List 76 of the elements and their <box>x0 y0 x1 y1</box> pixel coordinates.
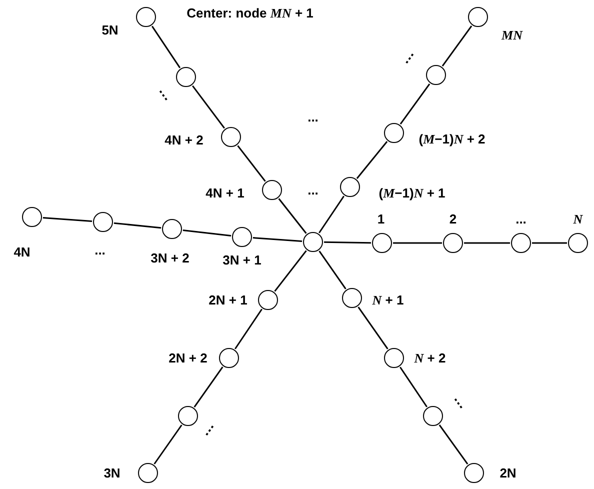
node-label: 2 <box>449 212 457 226</box>
node-circle <box>162 219 182 239</box>
node-label: (M−1)N + 2 <box>418 132 486 146</box>
connector-line <box>154 424 182 464</box>
connector-line <box>318 250 346 290</box>
node-circle <box>384 123 404 143</box>
connector-line <box>192 85 225 129</box>
node-label: 4N <box>14 246 30 258</box>
node-circle <box>468 7 488 27</box>
connector-line <box>442 25 472 67</box>
connector-line <box>151 26 181 68</box>
node-circle <box>176 67 196 87</box>
connector-line <box>532 242 567 244</box>
node-label: N <box>573 212 583 226</box>
connector-line <box>400 366 428 408</box>
node-circle <box>384 348 404 368</box>
connector-line <box>400 83 430 125</box>
node-label: 3N + 2 <box>150 252 190 264</box>
node-circle <box>219 348 239 368</box>
connector-line <box>234 308 262 350</box>
ellipsis-mark: ⋮ <box>448 394 468 412</box>
connector-line <box>438 424 468 464</box>
node-label: MN <box>502 28 522 42</box>
node-circle <box>138 463 158 483</box>
node-circle <box>342 288 362 308</box>
node-label: N + 1 <box>372 294 404 306</box>
node-label: (M−1)N + 1 <box>378 186 446 200</box>
connector-line <box>358 306 388 350</box>
node-circle <box>511 233 531 253</box>
node-circle <box>232 227 252 247</box>
node-circle <box>303 232 323 252</box>
ellipsis-mark: ⋮ <box>154 86 172 104</box>
node-circle <box>221 127 241 147</box>
node-circle <box>93 212 113 232</box>
connector-line <box>278 198 307 234</box>
node-label: 2N + 2 <box>168 352 208 364</box>
node-label: 3N <box>104 466 120 480</box>
node-circle <box>372 233 392 253</box>
node-circle <box>340 177 360 197</box>
node-circle <box>464 463 484 483</box>
connector-line <box>237 145 266 182</box>
node-circle <box>136 7 156 27</box>
node-circle <box>258 290 278 310</box>
connector-line <box>318 196 344 234</box>
ellipsis-mark: ... <box>308 110 318 124</box>
node-circle <box>443 233 463 253</box>
connector-line <box>114 222 162 229</box>
node-label: 3N + 1 <box>222 254 262 266</box>
node-circle <box>426 65 446 85</box>
node-label: 2N <box>500 466 516 480</box>
connector-line <box>194 366 224 408</box>
connector-line <box>464 242 510 244</box>
node-label: 2N + 1 <box>208 294 248 306</box>
node-circle <box>22 207 42 227</box>
node-label: 4N + 2 <box>164 134 204 146</box>
connector-line <box>42 217 92 222</box>
connector-line <box>252 237 302 242</box>
node-circle <box>178 406 198 426</box>
node-circle <box>568 233 588 253</box>
connector-line <box>324 241 372 244</box>
ellipsis-mark: ... <box>516 212 526 226</box>
connector-line <box>182 230 232 236</box>
ellipsis-mark: ⋮ <box>200 420 220 440</box>
node-label: 5N <box>102 24 118 36</box>
node-circle <box>423 406 443 426</box>
node-label: N + 2 <box>414 352 446 364</box>
node-label: 1 <box>377 212 385 226</box>
node-circle <box>262 180 282 200</box>
diagram-title: Center: node MN + 1 <box>186 6 314 20</box>
node-label: 4N + 1 <box>206 186 244 200</box>
ellipsis-mark: ... <box>308 184 318 196</box>
connector-line <box>356 141 388 179</box>
connector-line <box>274 250 307 292</box>
ellipsis-mark: ⋮ <box>400 48 420 68</box>
connector-line <box>393 242 442 244</box>
ellipsis-mark: ... <box>94 244 106 256</box>
